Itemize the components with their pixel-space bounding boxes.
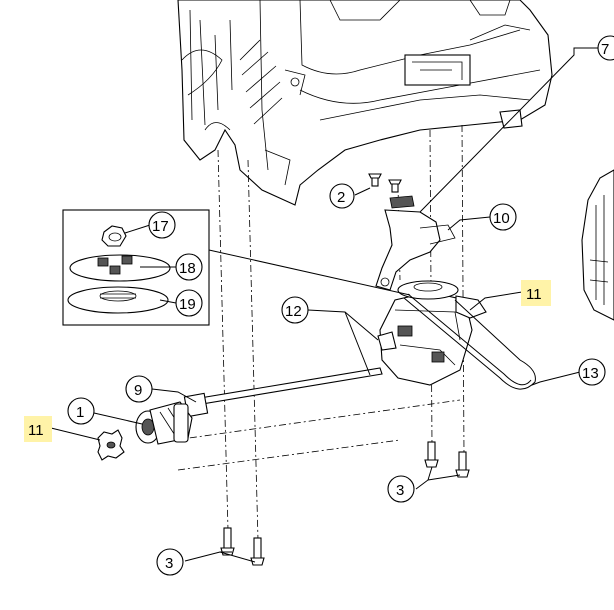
callout-10[interactable]: 10 bbox=[489, 203, 517, 231]
callout-7[interactable]: 7 bbox=[597, 35, 614, 61]
callout-11-right-label: 11 bbox=[526, 286, 542, 303]
bolts-part-2 bbox=[368, 173, 402, 193]
leader-lines bbox=[50, 47, 600, 563]
callout-11-left-label: 11 bbox=[28, 422, 44, 439]
callout-11-left[interactable]: 11 bbox=[28, 422, 44, 439]
idler-bracket-part bbox=[375, 195, 456, 291]
highlight-11-left bbox=[24, 416, 52, 442]
callout-18-label: 18 bbox=[179, 260, 196, 277]
deck-housing bbox=[177, 0, 553, 206]
callout-3-mid-label: 3 bbox=[396, 482, 404, 499]
callout-12[interactable]: 12 bbox=[281, 296, 309, 324]
callout-12-label: 12 bbox=[285, 303, 302, 320]
callout-2-label: 2 bbox=[337, 189, 345, 206]
callout-13[interactable]: 13 bbox=[578, 358, 606, 386]
callout-17-label: 17 bbox=[152, 218, 169, 235]
callout-3-bottom-label: 3 bbox=[165, 555, 173, 572]
callout-1-label: 1 bbox=[76, 404, 84, 421]
callout-9[interactable]: 9 bbox=[125, 375, 153, 403]
coupler-part bbox=[135, 401, 193, 445]
callout-1[interactable]: 1 bbox=[67, 397, 95, 425]
drive-shaft-part bbox=[183, 367, 383, 418]
callout-17[interactable]: 17 bbox=[148, 211, 176, 239]
callout-13-label: 13 bbox=[582, 365, 599, 382]
callout-10-label: 10 bbox=[493, 210, 510, 227]
side-frame bbox=[581, 169, 614, 321]
bolts-part-3-bottom bbox=[220, 527, 265, 566]
bolts-part-3-mid bbox=[424, 441, 470, 478]
callout-9-label: 9 bbox=[134, 382, 142, 399]
drive-belt-part bbox=[403, 293, 536, 390]
callout-19[interactable]: 19 bbox=[175, 289, 203, 317]
callout-19-label: 19 bbox=[179, 296, 196, 313]
highlight-11-right bbox=[521, 280, 551, 306]
callout-3-bottom[interactable]: 3 bbox=[156, 548, 184, 576]
callout-2[interactable]: 2 bbox=[329, 183, 355, 209]
transmission-part bbox=[377, 280, 487, 386]
callout-3-mid[interactable]: 3 bbox=[387, 475, 415, 503]
callout-7-label: 7 bbox=[601, 41, 609, 58]
callout-11-right[interactable]: 11 bbox=[526, 286, 542, 303]
small-gear-part bbox=[97, 429, 125, 461]
callout-18[interactable]: 18 bbox=[175, 253, 203, 281]
